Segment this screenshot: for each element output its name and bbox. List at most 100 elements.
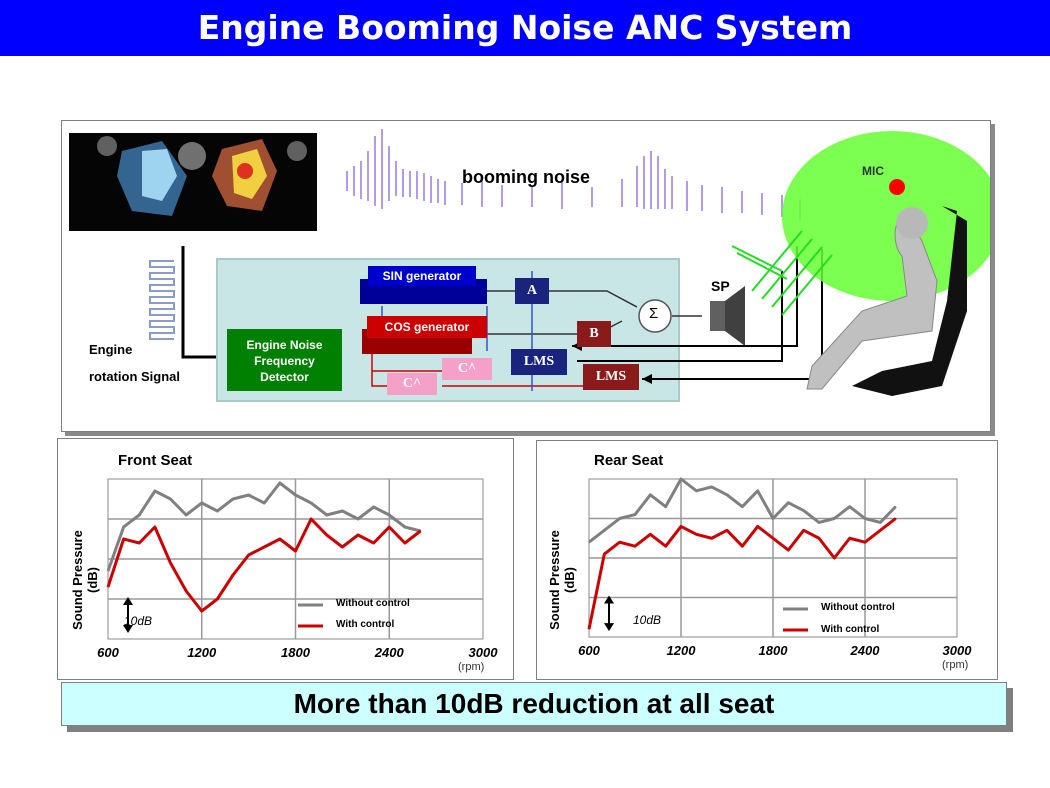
data-point bbox=[772, 517, 774, 520]
anti-noise-wave bbox=[731, 230, 833, 316]
data-point bbox=[634, 545, 636, 547]
data-point bbox=[404, 526, 406, 528]
sin-generator-label: SIN generator bbox=[368, 266, 476, 286]
data-point bbox=[123, 526, 125, 528]
block-b: B bbox=[577, 321, 611, 347]
data-point bbox=[107, 570, 109, 572]
rear-legend-with: With control bbox=[821, 624, 880, 635]
x-tick-label: 1200 bbox=[187, 645, 217, 660]
data-point bbox=[895, 506, 897, 508]
data-point bbox=[185, 590, 187, 592]
data-point bbox=[649, 533, 651, 535]
sum-node bbox=[638, 299, 672, 333]
lms-block-lower: LMS bbox=[583, 364, 639, 390]
data-point bbox=[216, 510, 218, 512]
data-point bbox=[818, 521, 820, 524]
data-point bbox=[248, 494, 250, 496]
data-point bbox=[341, 546, 343, 548]
x-tick-label: 3000 bbox=[943, 643, 973, 658]
data-point bbox=[757, 490, 759, 492]
data-point bbox=[310, 502, 312, 504]
speaker-graphic bbox=[710, 286, 745, 346]
data-point bbox=[310, 518, 312, 520]
data-point bbox=[388, 526, 390, 528]
front-chart-title: Front Seat bbox=[118, 452, 193, 469]
front-legend-with: With control bbox=[336, 619, 395, 630]
speaker-label: SP bbox=[711, 278, 730, 294]
data-point bbox=[232, 574, 234, 576]
data-point bbox=[201, 610, 203, 612]
data-point bbox=[263, 546, 265, 548]
data-point bbox=[680, 478, 682, 480]
data-point bbox=[680, 525, 682, 527]
data-point bbox=[138, 514, 140, 516]
data-point bbox=[818, 537, 820, 539]
data-point bbox=[741, 506, 743, 508]
slide-title: Engine Booming Noise ANC System bbox=[197, 8, 853, 47]
rotation-signal-label: rotation Signal bbox=[89, 369, 180, 384]
detector-line3: Detector bbox=[260, 370, 309, 384]
data-point bbox=[185, 514, 187, 516]
rotation-pulse-signal bbox=[149, 260, 175, 340]
data-point bbox=[588, 628, 590, 630]
data-point bbox=[711, 486, 713, 488]
title-bar: Engine Booming Noise ANC System bbox=[0, 0, 1050, 56]
x-tick-label: 1800 bbox=[759, 643, 789, 658]
data-point bbox=[279, 538, 281, 540]
data-point bbox=[588, 541, 590, 543]
data-point bbox=[879, 529, 881, 531]
mic-icon bbox=[889, 179, 905, 195]
c-hat-block-2: C^ bbox=[387, 373, 437, 395]
data-point bbox=[201, 502, 203, 504]
data-point bbox=[619, 541, 621, 543]
x-tick-label: 600 bbox=[578, 643, 600, 658]
data-point bbox=[787, 502, 789, 504]
x-tick-label: 2400 bbox=[374, 645, 405, 660]
data-point bbox=[603, 529, 605, 531]
x-tick-label: 600 bbox=[97, 645, 119, 660]
rear-chart-title: Rear Seat bbox=[594, 452, 664, 469]
data-point bbox=[279, 482, 281, 484]
data-point bbox=[341, 510, 343, 512]
data-point bbox=[695, 490, 697, 492]
data-point bbox=[123, 538, 125, 540]
data-point bbox=[634, 513, 636, 516]
data-point bbox=[263, 502, 265, 504]
data-point bbox=[879, 521, 881, 524]
scale-arrow-down bbox=[604, 623, 614, 632]
data-point bbox=[138, 542, 140, 544]
data-point bbox=[864, 517, 866, 520]
rear-scale-label: 10dB bbox=[633, 613, 662, 627]
x-tick-label: 2400 bbox=[850, 643, 881, 658]
data-point bbox=[833, 557, 835, 559]
data-point bbox=[787, 549, 789, 551]
front-x-unit: (rpm) bbox=[458, 661, 485, 673]
data-point bbox=[695, 533, 697, 535]
sum-symbol: Σ bbox=[649, 305, 659, 322]
rear-legend-without: Without control bbox=[821, 602, 895, 613]
data-point bbox=[326, 514, 328, 516]
data-point bbox=[357, 518, 359, 520]
rear-chart-ylabel: Sound Pressure (dB) bbox=[547, 530, 577, 630]
data-point bbox=[849, 506, 851, 508]
booming-noise-label: booming noise bbox=[462, 167, 590, 187]
data-point bbox=[419, 530, 422, 532]
data-point bbox=[294, 494, 297, 496]
data-point bbox=[169, 562, 172, 564]
booming-noise-wave bbox=[346, 129, 801, 221]
detector-line1: Engine Noise bbox=[246, 338, 323, 352]
data-point bbox=[833, 517, 835, 520]
system-diagram-panel: booming noise Engine rotation Signal SIN… bbox=[61, 120, 991, 432]
x-tick-label: 1800 bbox=[281, 645, 311, 660]
cos-generator-label: COS generator bbox=[367, 316, 487, 338]
engine-image bbox=[69, 133, 317, 231]
data-point bbox=[665, 545, 667, 547]
data-point bbox=[154, 526, 156, 528]
rear-x-unit: (rpm) bbox=[942, 659, 969, 671]
data-point bbox=[154, 490, 156, 492]
data-point bbox=[726, 529, 728, 531]
data-point bbox=[649, 494, 651, 496]
data-point bbox=[388, 514, 390, 516]
data-point bbox=[107, 586, 109, 588]
